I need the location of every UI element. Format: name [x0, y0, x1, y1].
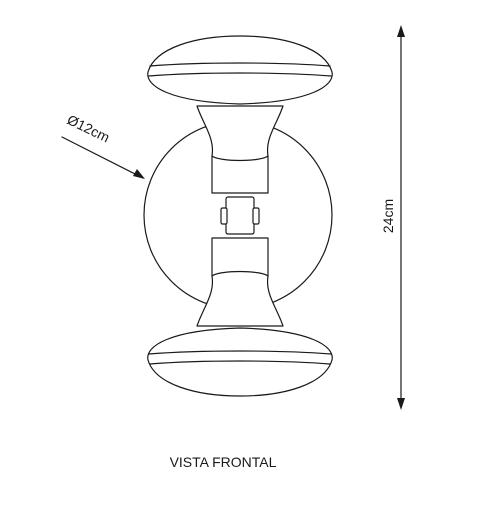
- lower-shade-stripe-1: [148, 350, 332, 355]
- connector-knob-left: [220, 207, 228, 225]
- upper-shade-stripe-1: [149, 62, 331, 67]
- view-caption: VISTA FRONTAL: [170, 454, 277, 470]
- upper-shade: [147, 35, 333, 105]
- lower-shade: [147, 327, 333, 397]
- lower-neck-curve: [211, 270, 269, 277]
- upper-lamp-head: [147, 35, 333, 194]
- upper-lamp-neck: [196, 105, 284, 194]
- diameter-dimension: Ø12cm: [61, 111, 145, 179]
- diameter-arrowhead: [133, 169, 145, 179]
- height-dimension: 24cm: [380, 25, 405, 410]
- height-arrow-bottom: [397, 398, 405, 410]
- upper-shade-stripe-2: [148, 72, 332, 77]
- diameter-leader-line: [61, 136, 144, 179]
- height-label: 24cm: [380, 199, 396, 233]
- diameter-label: Ø12cm: [65, 111, 113, 145]
- lower-shade-stripe-2: [149, 360, 331, 365]
- upper-neck-curve: [211, 155, 269, 162]
- lower-lamp-neck: [196, 237, 284, 327]
- center-connector: [225, 196, 255, 235]
- height-arrow-top: [397, 25, 405, 37]
- connector-knob-right: [252, 207, 260, 225]
- lower-lamp-head: [147, 237, 333, 397]
